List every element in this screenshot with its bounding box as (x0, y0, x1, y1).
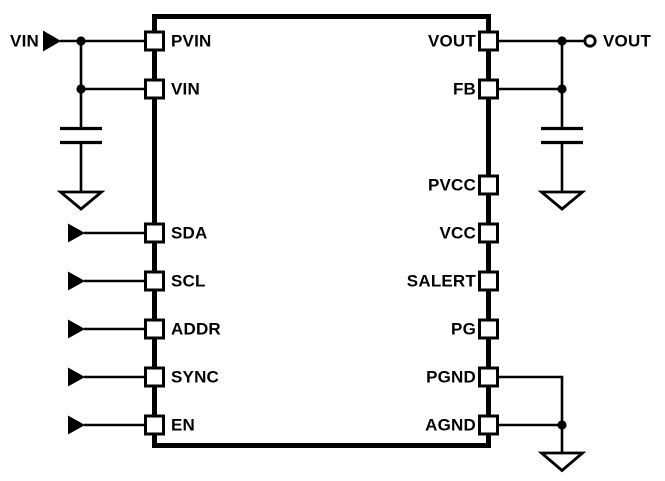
agnd-ground-icon (537, 451, 587, 473)
addr-input-arrow-icon (68, 319, 85, 339)
pin-box-pgnd (478, 366, 499, 388)
pin-label-pvin: PVIN (171, 32, 211, 51)
net-label-vout: VOUT (603, 32, 651, 51)
pin-label-scl: SCL (171, 272, 206, 291)
output-capacitor-icon (541, 126, 583, 145)
output-ground-icon (537, 190, 587, 211)
pin-label-vin: VIN (171, 80, 200, 99)
input-capacitor-icon (60, 126, 102, 145)
pin-box-vcc (478, 222, 499, 244)
pin-box-en (144, 414, 165, 436)
pin-box-pvin (144, 30, 165, 52)
right-pin-labels: VOUT FB PVCC VCC SALERT PG PGND AGND (407, 32, 477, 435)
wire-pgnd (496, 375, 564, 425)
right-pins (478, 30, 499, 436)
left-pin-labels: PVIN VIN SDA SCL ADDR SYNC EN (171, 32, 221, 435)
input-ground-icon (56, 190, 106, 211)
pin-box-sda (144, 222, 165, 244)
scl-input-arrow-icon (68, 271, 85, 291)
left-pins (144, 30, 165, 436)
pin-box-pg (478, 318, 499, 340)
pin-label-salert: SALERT (407, 272, 477, 291)
pin-label-en: EN (171, 416, 195, 435)
pin-label-pvcc: PVCC (428, 176, 476, 195)
junction-dot (557, 84, 567, 94)
pin-box-sync (144, 366, 165, 388)
junction-dot (76, 84, 86, 94)
pin-label-agnd: AGND (425, 416, 476, 435)
pin-box-scl (144, 270, 165, 292)
en-input-arrow-icon (68, 415, 85, 435)
pin-label-vout: VOUT (428, 32, 476, 51)
pin-box-vin (144, 78, 165, 100)
junction-dot (557, 36, 567, 46)
net-label-vin: VIN (10, 32, 39, 51)
pin-label-sda: SDA (171, 224, 208, 243)
pin-label-sync: SYNC (171, 368, 219, 387)
sync-input-arrow-icon (68, 367, 85, 387)
vin-input-arrow-icon (43, 30, 61, 52)
vout-terminal-icon (583, 34, 597, 48)
pin-label-addr: ADDR (171, 320, 221, 339)
pin-box-addr (144, 318, 165, 340)
pin-box-salert (478, 270, 499, 292)
pin-label-pgnd: PGND (426, 368, 476, 387)
pin-label-fb: FB (453, 80, 476, 99)
junction-dot (76, 36, 86, 46)
wires (60, 39, 585, 453)
sda-input-arrow-icon (68, 223, 85, 243)
pin-label-vcc: VCC (440, 224, 477, 243)
junction-dot (557, 420, 567, 430)
pin-box-fb (478, 78, 499, 100)
pin-label-pg: PG (451, 320, 476, 339)
pin-box-vout (478, 30, 499, 52)
pin-box-pvcc (478, 174, 499, 196)
pin-box-agnd (478, 414, 499, 436)
